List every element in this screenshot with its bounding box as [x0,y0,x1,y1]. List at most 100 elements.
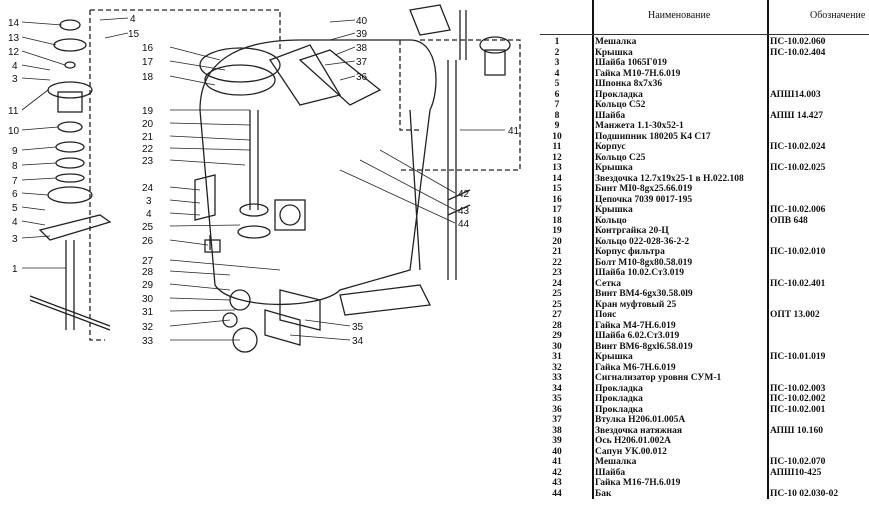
callout-labels: 14 13 12 4 3 11 10 9 8 7 6 5 4 3 1 4 15 … [8,14,520,347]
part-number: 11 [552,142,562,152]
part-name: Пояс [595,310,617,320]
part-number: 1 [554,37,560,47]
callout-label: 26 [142,236,154,247]
part-number: 44 [552,488,562,499]
part-number: 30 [552,341,562,352]
callout-label: 44 [458,219,470,230]
part-name: Шайба [595,110,626,121]
callout-label: 7 [12,176,18,187]
table-row: 33 Сигнализатор уровня СУМ-1 [540,373,869,384]
callout-label: 40 [356,16,368,27]
part-number: 34 [552,383,562,394]
part-number: 29 [552,331,562,341]
part-code: ПС-10.02.002 [770,394,826,404]
part-number: 17 [552,205,562,215]
part-name: Гайка М4-7Н.6.019 [595,320,676,331]
callout-label: 29 [142,280,154,291]
right-stirrer-assembly [399,4,521,280]
part-name: Кольцо С25 [595,152,646,163]
part-name: Втулка Н206.01.005А [595,415,686,425]
part-name: Мешалка [595,37,637,47]
part-code: ОПВ 648 [770,215,808,226]
part-name: Мешалка [595,457,637,467]
part-code: ПС-10.02.001 [770,404,826,415]
column-header-name: Наименование [648,10,711,21]
part-number: 16 [552,194,562,205]
part-name: Шпонка 8x7x36 [595,79,663,89]
callout-label: 35 [352,322,364,333]
part-name: Крышка [595,163,633,173]
callout-label: 39 [356,29,368,40]
callout-label: 43 [458,206,470,217]
part-number: 10 [552,131,562,142]
callout-label: 21 [142,132,154,143]
callout-label: 34 [352,336,364,347]
part-number: 3 [554,58,560,68]
part-name: Шайба 6.02.Ст3.019 [595,331,680,341]
callout-label: 4 [130,14,136,25]
part-code: ПС-10.02.060 [770,37,826,47]
callout-label: 3 [12,234,18,245]
callout-label: 25 [142,222,154,233]
callout-label: 1 [12,264,18,275]
part-number: 21 [552,247,562,257]
part-name: Прокладка [595,404,643,415]
part-code: ПС-10.02.025 [770,163,826,173]
part-name: Шайба 10.02.Ст3.019 [595,268,685,278]
part-name: Кран муфтовый 25 [595,299,677,310]
part-code: АПШ 14.427 [770,110,823,121]
part-number: 4 [554,68,560,79]
part-code: ПС-10 02.030-02 [770,488,839,499]
part-code: ПС-10.02.024 [770,142,826,152]
callout-label: 36 [356,72,368,83]
part-number: 41 [552,457,562,467]
table-row: 6 Прокладка АПШ14.003 [540,90,869,101]
callout-label: 19 [142,106,154,117]
callout-label: 13 [8,33,20,44]
part-name: Крышка [595,352,633,362]
part-name: Сигнализатор уровня СУМ-1 [595,373,722,383]
table-row: 25 Кран муфтовый 25 [540,300,869,311]
part-number: 38 [552,425,562,436]
part-number: 32 [552,362,562,373]
part-number: 6 [554,89,560,100]
callout-label: 42 [458,189,470,200]
callout-label: 10 [8,126,20,137]
callout-label: 23 [142,156,154,167]
callout-label: 38 [356,43,368,54]
part-number: 37 [552,415,562,425]
part-name: Прокладка [595,89,643,100]
part-number: 9 [554,121,560,131]
part-name: Кольцо С52 [595,100,646,110]
callout-label: 20 [142,119,154,130]
part-code: АПШ14.003 [770,89,821,100]
callout-label: 24 [142,183,154,194]
callout-label: 3 [146,196,152,207]
part-number: 25 [552,299,562,310]
callout-label: 14 [8,18,20,29]
diagram-drawing [21,4,521,353]
part-number: 33 [552,373,562,383]
callout-label: 32 [142,322,154,333]
part-name: Кольцо 022-028-36-2-2 [595,236,690,247]
part-name: Гайка М6-7Н.6.019 [595,362,676,373]
part-number: 18 [552,215,562,226]
part-number: 35 [552,394,562,404]
callout-label: 5 [12,203,18,214]
part-number: 5 [554,79,560,89]
callout-label: 41 [508,126,520,137]
